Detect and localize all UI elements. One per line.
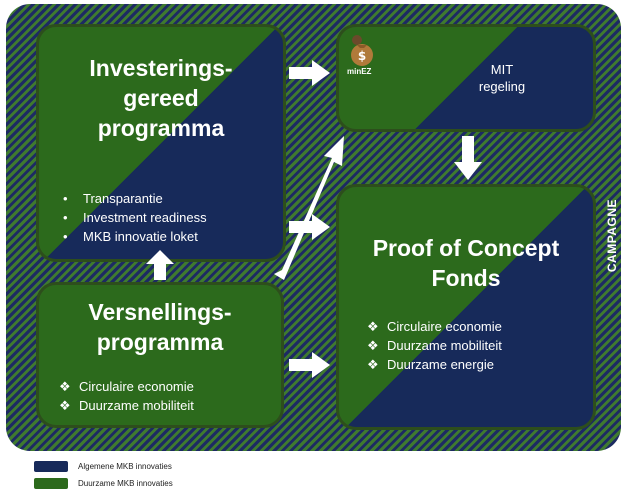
versnellingsprogramma-box: Versnellings- programma ❖ Circulaire econ…	[36, 282, 284, 428]
mit-title-line: MIT	[490, 62, 514, 77]
money-bag-icon: $	[351, 35, 373, 66]
arrow-versnel-to-mit	[274, 136, 344, 280]
poc-bullets: ❖ Circulaire economie ❖ Duurzame mobilitei…	[361, 317, 502, 374]
investeringsgereed-bullets: • Transparantie • Investment readiness • MK…	[57, 189, 207, 246]
diamond-bullet-icon: ❖	[367, 357, 379, 372]
poc-title-line: Proof of Concept	[372, 235, 560, 261]
poc-title-line: Fonds	[431, 265, 501, 291]
investeringsgereed-title-line: Investerings-	[89, 55, 233, 81]
bullet-item: ❖ Circulaire economie	[53, 377, 194, 396]
bullet-item: • MKB innovatie loket	[57, 227, 207, 246]
legend-item: Duurzame MKB innovaties	[34, 475, 173, 492]
legend: Algemene MKB innovaties Duurzame MKB inn…	[34, 458, 173, 492]
legend-item: Algemene MKB innovaties	[34, 458, 173, 475]
campaign-frame: Investerings- gereed programma • Transpar…	[6, 4, 621, 451]
bullet-text: Circulaire economie	[387, 319, 502, 334]
mit-regeling-title: MIT regeling	[427, 61, 577, 95]
bullet-text: Investment readiness	[83, 210, 207, 225]
versnellings-title-line: Versnellings-	[88, 299, 232, 325]
bullet-item: • Investment readiness	[57, 208, 207, 227]
bullet-dot-icon: •	[63, 191, 68, 206]
bullet-text: Duurzame energie	[387, 357, 494, 372]
flow-arrows	[146, 60, 482, 378]
mit-regeling-box: $ minEZ MIT regeling	[336, 24, 596, 132]
bullet-item: ❖ Duurzame mobiliteit	[361, 336, 502, 355]
arrow-invest-to-poc	[289, 214, 330, 240]
arrow-versnel-to-poc	[289, 352, 330, 378]
bullet-item: ❖ Circulaire economie	[361, 317, 502, 336]
investeringsgereed-title-line: gereed	[123, 85, 199, 111]
diamond-bullet-icon: ❖	[367, 319, 379, 334]
investeringsgereed-title-line: programma	[97, 115, 225, 141]
diamond-bullet-icon: ❖	[59, 379, 71, 394]
diamond-bullet-icon: ❖	[367, 338, 379, 353]
bullet-text: Circulaire economie	[79, 379, 194, 394]
legend-label: Algemene MKB innovaties	[78, 462, 172, 471]
versnellings-bullets: ❖ Circulaire economie ❖ Duurzame mobilitei…	[53, 377, 194, 415]
arrow-mit-to-poc	[454, 136, 482, 180]
arrow-invest-to-mit	[289, 60, 330, 86]
arrow-versnel-to-invest	[146, 250, 174, 280]
bullet-item: • Transparantie	[57, 189, 207, 208]
poc-title: Proof of Concept Fonds	[339, 233, 593, 293]
bullet-item: ❖ Duurzame mobiliteit	[53, 396, 194, 415]
proof-of-concept-fonds-box: Proof of Concept Fonds ❖ Circulaire econo…	[336, 184, 596, 430]
bullet-text: Duurzame mobiliteit	[387, 338, 502, 353]
bullet-text: Duurzame mobiliteit	[79, 398, 194, 413]
diamond-bullet-icon: ❖	[59, 398, 71, 413]
bullet-item: ❖ Duurzame energie	[361, 355, 502, 374]
bullet-dot-icon: •	[63, 210, 68, 225]
svg-text:$: $	[358, 49, 366, 63]
campagne-label: CAMPAGNE	[605, 199, 619, 273]
investeringsgereed-title: Investerings- gereed programma	[39, 53, 283, 143]
mascot-label: minEZ	[347, 67, 372, 76]
bullet-text: Transparantie	[83, 191, 163, 206]
versnellings-title-line: programma	[96, 329, 224, 355]
mit-title-line: regeling	[478, 79, 526, 94]
legend-swatch-green	[34, 478, 68, 489]
bullet-text: MKB innovatie loket	[83, 229, 198, 244]
versnellings-title: Versnellings- programma	[39, 297, 281, 357]
legend-label: Duurzame MKB innovaties	[78, 479, 173, 488]
legend-swatch-navy	[34, 461, 68, 472]
investeringsgereed-programma-box: Investerings- gereed programma • Transpar…	[36, 24, 286, 262]
bullet-dot-icon: •	[63, 229, 68, 244]
